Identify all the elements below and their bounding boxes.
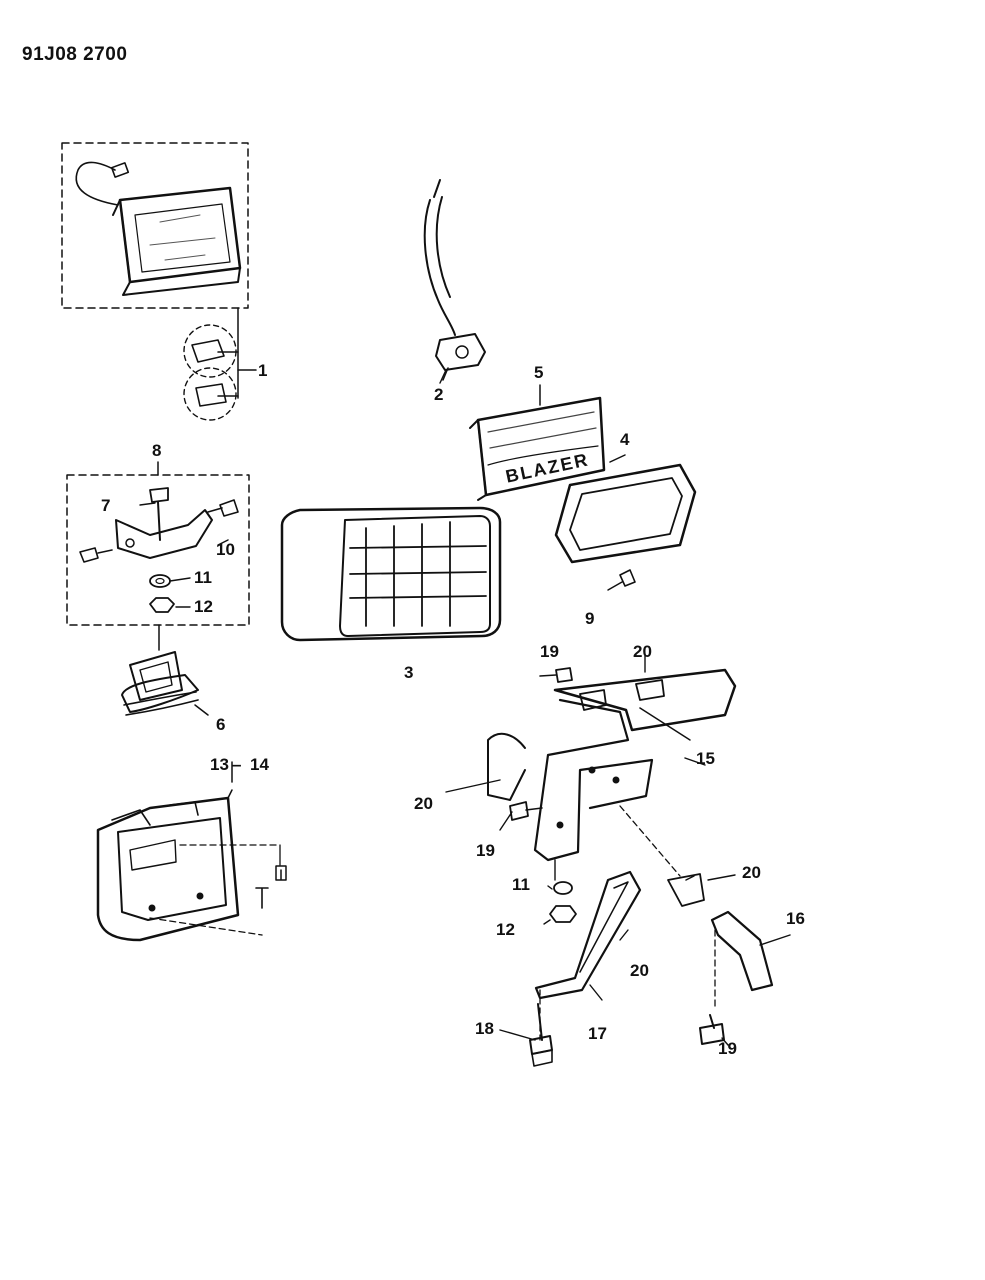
callout-19-top: 19 bbox=[540, 642, 559, 661]
callout-17: 17 bbox=[588, 1024, 607, 1043]
callout-7: 7 bbox=[101, 496, 111, 515]
part-19-screw-middle bbox=[509, 801, 543, 821]
callout-20-top: 20 bbox=[633, 642, 652, 661]
callout-20-lower: 20 bbox=[630, 961, 649, 980]
part-3-grille-guard bbox=[280, 506, 502, 642]
callout-8: 8 bbox=[152, 441, 162, 460]
callout-9: 9 bbox=[585, 609, 595, 628]
callout-5: 5 bbox=[534, 363, 544, 382]
part-17-brace bbox=[534, 870, 642, 1041]
part-5-lens bbox=[469, 384, 606, 501]
part-18-screw bbox=[529, 1003, 553, 1067]
callout-3: 3 bbox=[404, 663, 414, 682]
part-1-fog-lamp-assembly bbox=[61, 142, 257, 421]
part-2-bulb-socket bbox=[423, 179, 486, 381]
part-6-rubber-boot bbox=[121, 651, 209, 716]
callout-11-left: 11 bbox=[194, 568, 212, 587]
part-11-12-washer-nut bbox=[549, 881, 577, 923]
callout-20-right: 20 bbox=[742, 863, 761, 882]
callout-20-left: 20 bbox=[414, 794, 433, 813]
callout-4: 4 bbox=[620, 430, 630, 449]
callout-leaders bbox=[139, 369, 791, 1046]
diagram-code: 91J08 2700 bbox=[22, 44, 128, 65]
callout-14: 14 bbox=[250, 755, 269, 774]
part-20-clip-lower bbox=[667, 873, 705, 907]
callout-10: 10 bbox=[216, 540, 235, 559]
part-19-screw-top bbox=[539, 667, 573, 683]
callout-15: 15 bbox=[696, 749, 715, 768]
callout-1: 1 bbox=[258, 361, 268, 380]
callout-16: 16 bbox=[786, 909, 805, 928]
callout-dash: – bbox=[232, 755, 242, 774]
callout-19-bottom: 19 bbox=[718, 1039, 737, 1058]
callout-12-left: 12 bbox=[194, 597, 213, 616]
callout-18: 18 bbox=[475, 1019, 494, 1038]
callout-2: 2 bbox=[434, 385, 444, 404]
part-4-bezel bbox=[554, 454, 697, 591]
part-15-main-bracket bbox=[487, 668, 737, 881]
callout-11-right: 11 bbox=[512, 875, 530, 894]
part-16-extension-bracket bbox=[699, 910, 774, 1045]
callout-12-right: 12 bbox=[496, 920, 515, 939]
callout-6: 6 bbox=[216, 715, 226, 734]
callout-13: 13 bbox=[210, 755, 229, 774]
callout-19-middle: 19 bbox=[476, 841, 495, 860]
part-13-14-mounting-housing bbox=[96, 761, 287, 942]
